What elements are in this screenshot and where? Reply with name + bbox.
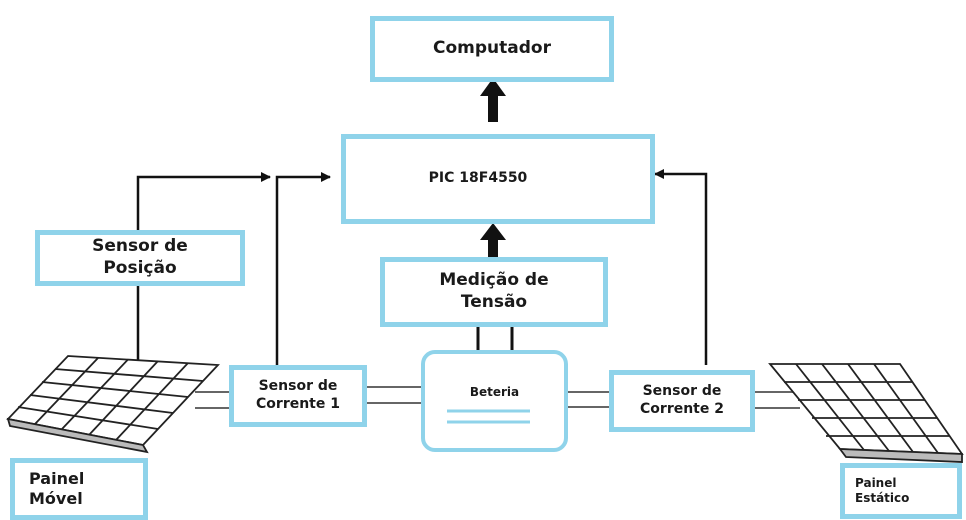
voltage-measurement-box: Medição de Tensão [380,257,608,327]
line-position-sensor-to-pic [136,172,271,232]
arrow-voltage-to-pic [480,223,506,258]
battery-label: Beteria [469,385,520,399]
computer-box: Computador [370,16,614,82]
moving-solar-panel-icon [6,355,220,454]
static-solar-panel-icon [768,363,964,463]
wires-left [195,386,422,409]
position-sensor-box: Sensor de Posição [35,230,245,286]
static-panel-label-box: Painel Estático [840,463,962,519]
line-current-sensor-1-to-pic [275,172,331,368]
line-current-sensor-2-to-pic [654,169,708,365]
pic-microcontroller-box: PIC 18F4550 [341,134,655,224]
arrow-pic-to-computer [480,78,506,122]
battery-shape [421,350,568,452]
current-sensor-2-box: Sensor de Corrente 2 [609,370,755,432]
current-sensor-1-box: Sensor de Corrente 1 [229,365,367,427]
moving-panel-label-box: Painel Móvel [10,458,148,520]
